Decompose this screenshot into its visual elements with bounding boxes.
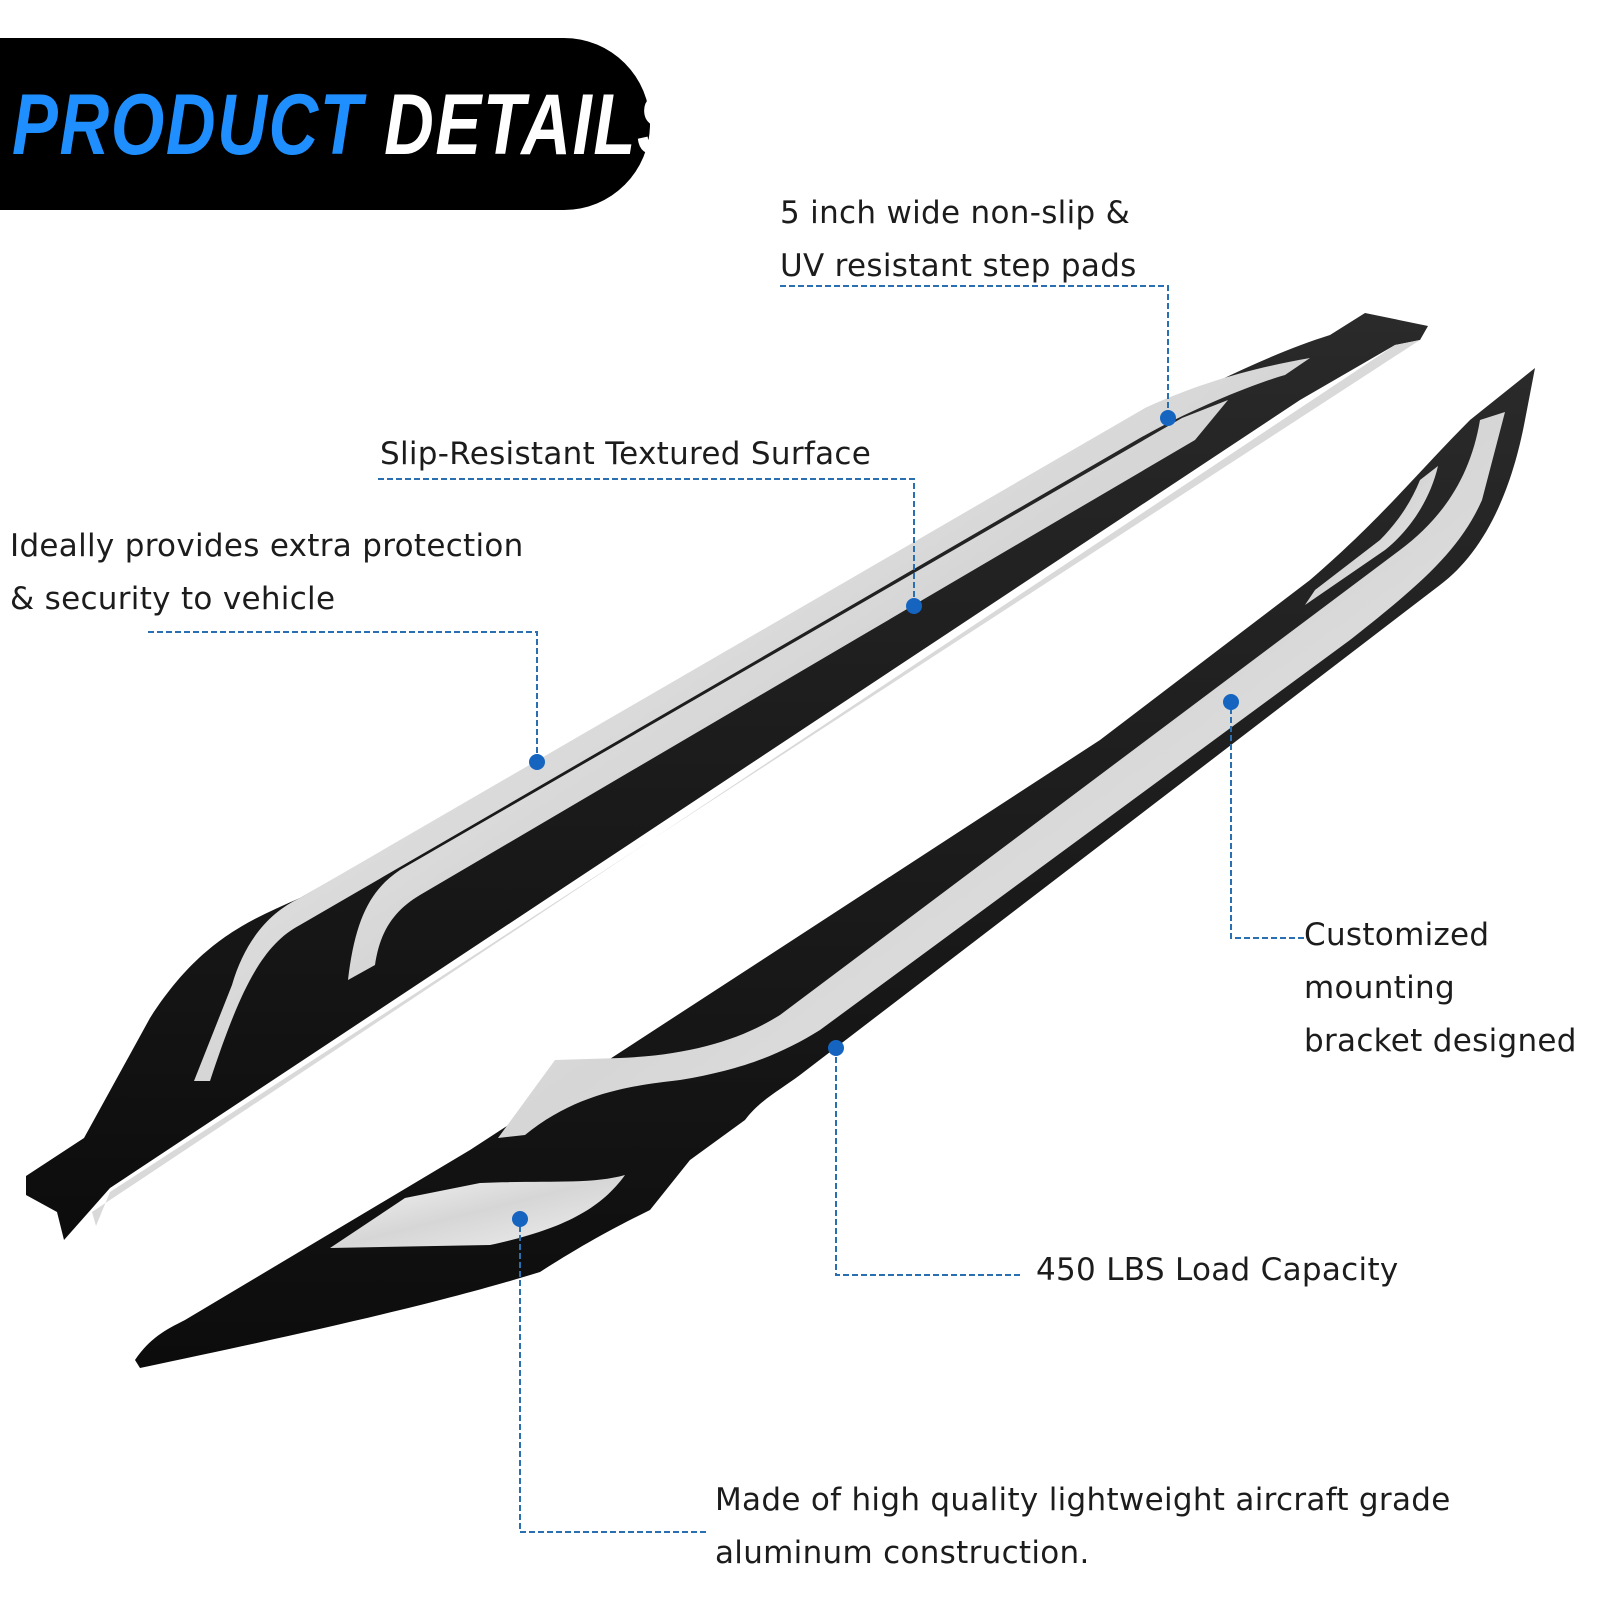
callout-bracket-line3: bracket designed bbox=[1304, 1023, 1577, 1059]
callout-load: 450 LBS Load Capacity bbox=[1036, 1244, 1399, 1297]
board-lower-trim-outer bbox=[498, 412, 1505, 1138]
callout-surface: Slip-Resistant Textured Surface bbox=[380, 428, 871, 481]
callout-markers bbox=[512, 410, 1239, 1227]
board-upper-trim-inner bbox=[348, 400, 1228, 980]
title-banner: PRODUCT DETAILS bbox=[0, 38, 683, 210]
board-lower-body bbox=[135, 368, 1535, 1368]
callout-protection-line1: Ideally provides extra protection bbox=[10, 528, 524, 564]
dot-marker-icon bbox=[1223, 694, 1239, 710]
callout-step-pads-line1: 5 inch wide non-slip & bbox=[780, 195, 1131, 231]
leader-load bbox=[835, 1048, 1020, 1276]
callout-material-line2: aluminum construction. bbox=[715, 1535, 1090, 1571]
callout-material: Made of high quality lightweight aircraf… bbox=[715, 1474, 1451, 1580]
board-upper-body bbox=[26, 313, 1428, 1240]
callout-bracket-line1: Customized bbox=[1304, 917, 1490, 953]
dot-marker-icon bbox=[828, 1040, 844, 1056]
title-word-details: DETAILS bbox=[384, 77, 685, 173]
callout-material-line1: Made of high quality lightweight aircraf… bbox=[715, 1482, 1451, 1518]
leader-bracket bbox=[1230, 702, 1304, 939]
leader-surface bbox=[378, 478, 915, 606]
running-board-lower bbox=[135, 368, 1535, 1368]
leader-material bbox=[519, 1219, 706, 1533]
dot-marker-icon bbox=[1160, 410, 1176, 426]
page-title: PRODUCT DETAILS bbox=[12, 82, 685, 168]
callout-load-line1: 450 LBS Load Capacity bbox=[1036, 1252, 1399, 1288]
callout-protection: Ideally provides extra protection & secu… bbox=[10, 520, 524, 626]
callout-protection-line2: & security to vehicle bbox=[10, 581, 336, 617]
dot-marker-icon bbox=[529, 754, 545, 770]
title-word-product: PRODUCT bbox=[12, 77, 364, 173]
leader-protection bbox=[148, 631, 538, 762]
callout-leaders bbox=[148, 285, 1304, 1533]
callout-step-pads: 5 inch wide non-slip & UV resistant step… bbox=[780, 187, 1137, 293]
leader-step-pads bbox=[780, 285, 1169, 418]
dot-marker-icon bbox=[906, 598, 922, 614]
callout-bracket: Customized mounting bracket designed bbox=[1304, 909, 1577, 1068]
dot-marker-icon bbox=[512, 1211, 528, 1227]
running-board-upper bbox=[26, 313, 1428, 1240]
callout-surface-line1: Slip-Resistant Textured Surface bbox=[380, 436, 872, 472]
callout-bracket-line2: mounting bbox=[1304, 970, 1455, 1006]
callout-step-pads-line2: UV resistant step pads bbox=[780, 248, 1137, 284]
board-lower-trim-foot bbox=[330, 1175, 625, 1248]
board-lower-trim-mid bbox=[1305, 466, 1438, 605]
